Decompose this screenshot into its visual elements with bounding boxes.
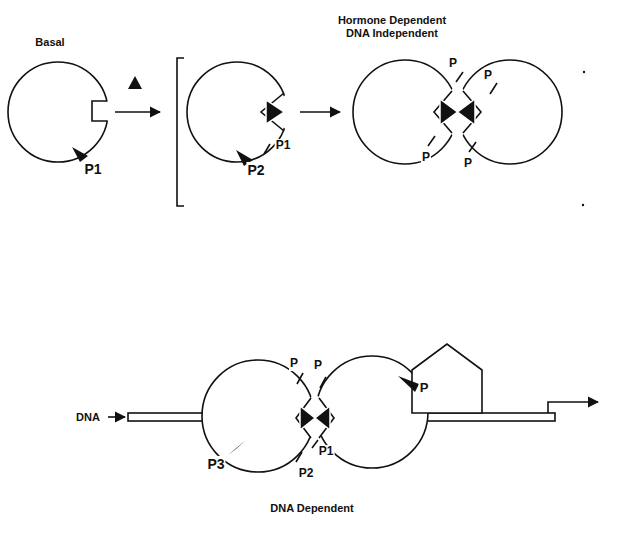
step-arrow bbox=[115, 111, 160, 113]
stage-label: Hormone Dependent DNA Independent bbox=[330, 14, 454, 39]
phosphorylation-site: P2 bbox=[246, 162, 265, 178]
phospho-mark bbox=[428, 136, 435, 146]
phospho-wedge bbox=[398, 376, 419, 392]
hormone-symbol bbox=[440, 99, 458, 125]
phosphorylation-site: P1 bbox=[83, 161, 102, 177]
phospho-mark bbox=[469, 142, 476, 152]
hormone-symbol bbox=[128, 76, 142, 89]
hormone-symbol bbox=[458, 99, 476, 125]
step-arrow bbox=[300, 111, 340, 113]
transcription-factor bbox=[412, 344, 482, 413]
phosphorylation-site: P bbox=[421, 151, 431, 165]
phosphorylation-site: P bbox=[448, 57, 458, 71]
hormone-symbol bbox=[266, 100, 284, 124]
receptor-circle bbox=[202, 360, 314, 472]
receptor-circle bbox=[187, 62, 287, 162]
receptor-circle bbox=[353, 60, 457, 164]
phosphorylation-site: P bbox=[419, 381, 430, 396]
phospho-mark bbox=[264, 144, 270, 154]
hormone-symbol bbox=[315, 406, 330, 430]
phosphorylation-site: P1 bbox=[275, 139, 292, 153]
phospho-mark bbox=[297, 373, 303, 384]
phospho-wedge bbox=[72, 147, 88, 162]
phospho-wedge bbox=[228, 440, 246, 455]
transcription-arrow bbox=[548, 402, 598, 413]
phosphorylation-site: P2 bbox=[298, 467, 315, 481]
stage-label: DNA bbox=[75, 411, 101, 424]
phosphorylation-site: P bbox=[483, 69, 493, 83]
stage-label: Basal bbox=[34, 36, 65, 49]
phospho-mark bbox=[456, 72, 463, 82]
phosphorylation-site: P bbox=[463, 157, 473, 171]
phosphorylation-site: P3 bbox=[206, 456, 225, 472]
phospho-mark bbox=[320, 377, 326, 388]
phosphorylation-site: P bbox=[313, 359, 323, 373]
phospho-mark bbox=[296, 452, 302, 462]
phosphorylation-site: P1 bbox=[318, 445, 335, 459]
hormone-symbol bbox=[300, 406, 315, 430]
phospho-mark bbox=[490, 83, 497, 94]
stage-label: DNA Dependent bbox=[269, 502, 354, 515]
bracket bbox=[177, 58, 184, 206]
dna-arrow bbox=[108, 416, 125, 418]
phosphorylation-site: P bbox=[289, 357, 299, 371]
receptor-circle bbox=[458, 60, 562, 164]
